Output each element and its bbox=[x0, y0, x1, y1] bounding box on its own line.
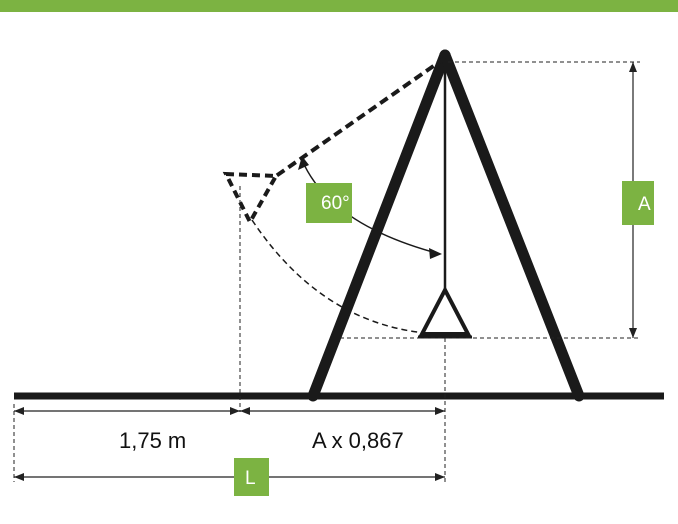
angle-arrow-end-icon bbox=[429, 248, 442, 259]
height-label: A bbox=[638, 194, 651, 215]
offset-arrow-left-icon bbox=[14, 407, 24, 415]
total-arrow-right-icon bbox=[435, 473, 445, 481]
frame-right-leg bbox=[439, 49, 585, 402]
angle-label: 60° bbox=[321, 193, 350, 214]
height-arrow-bottom-icon bbox=[629, 328, 637, 338]
swung-seat-position bbox=[222, 171, 280, 227]
angle-badge bbox=[306, 183, 352, 223]
length-badge bbox=[234, 458, 269, 496]
frame-left-leg bbox=[307, 49, 451, 402]
height-badge bbox=[622, 181, 654, 225]
offset-arrow-mid-right-icon bbox=[240, 407, 250, 415]
total-arrow-left-icon bbox=[14, 473, 24, 481]
swung-chain-position bbox=[274, 56, 447, 178]
offset-arrow-right-icon bbox=[435, 407, 445, 415]
swing-seat bbox=[418, 285, 472, 336]
swing-arc bbox=[251, 219, 426, 334]
offset-right-label: A x 0,867 bbox=[312, 428, 404, 453]
angle-arrow-start-icon bbox=[298, 156, 309, 170]
top-accent-bar bbox=[0, 0, 678, 12]
offset-arrow-mid-left-icon bbox=[230, 407, 240, 415]
length-label: L bbox=[245, 468, 256, 489]
height-arrow-top-icon bbox=[629, 62, 637, 72]
offset-left-label: 1,75 m bbox=[119, 428, 186, 453]
